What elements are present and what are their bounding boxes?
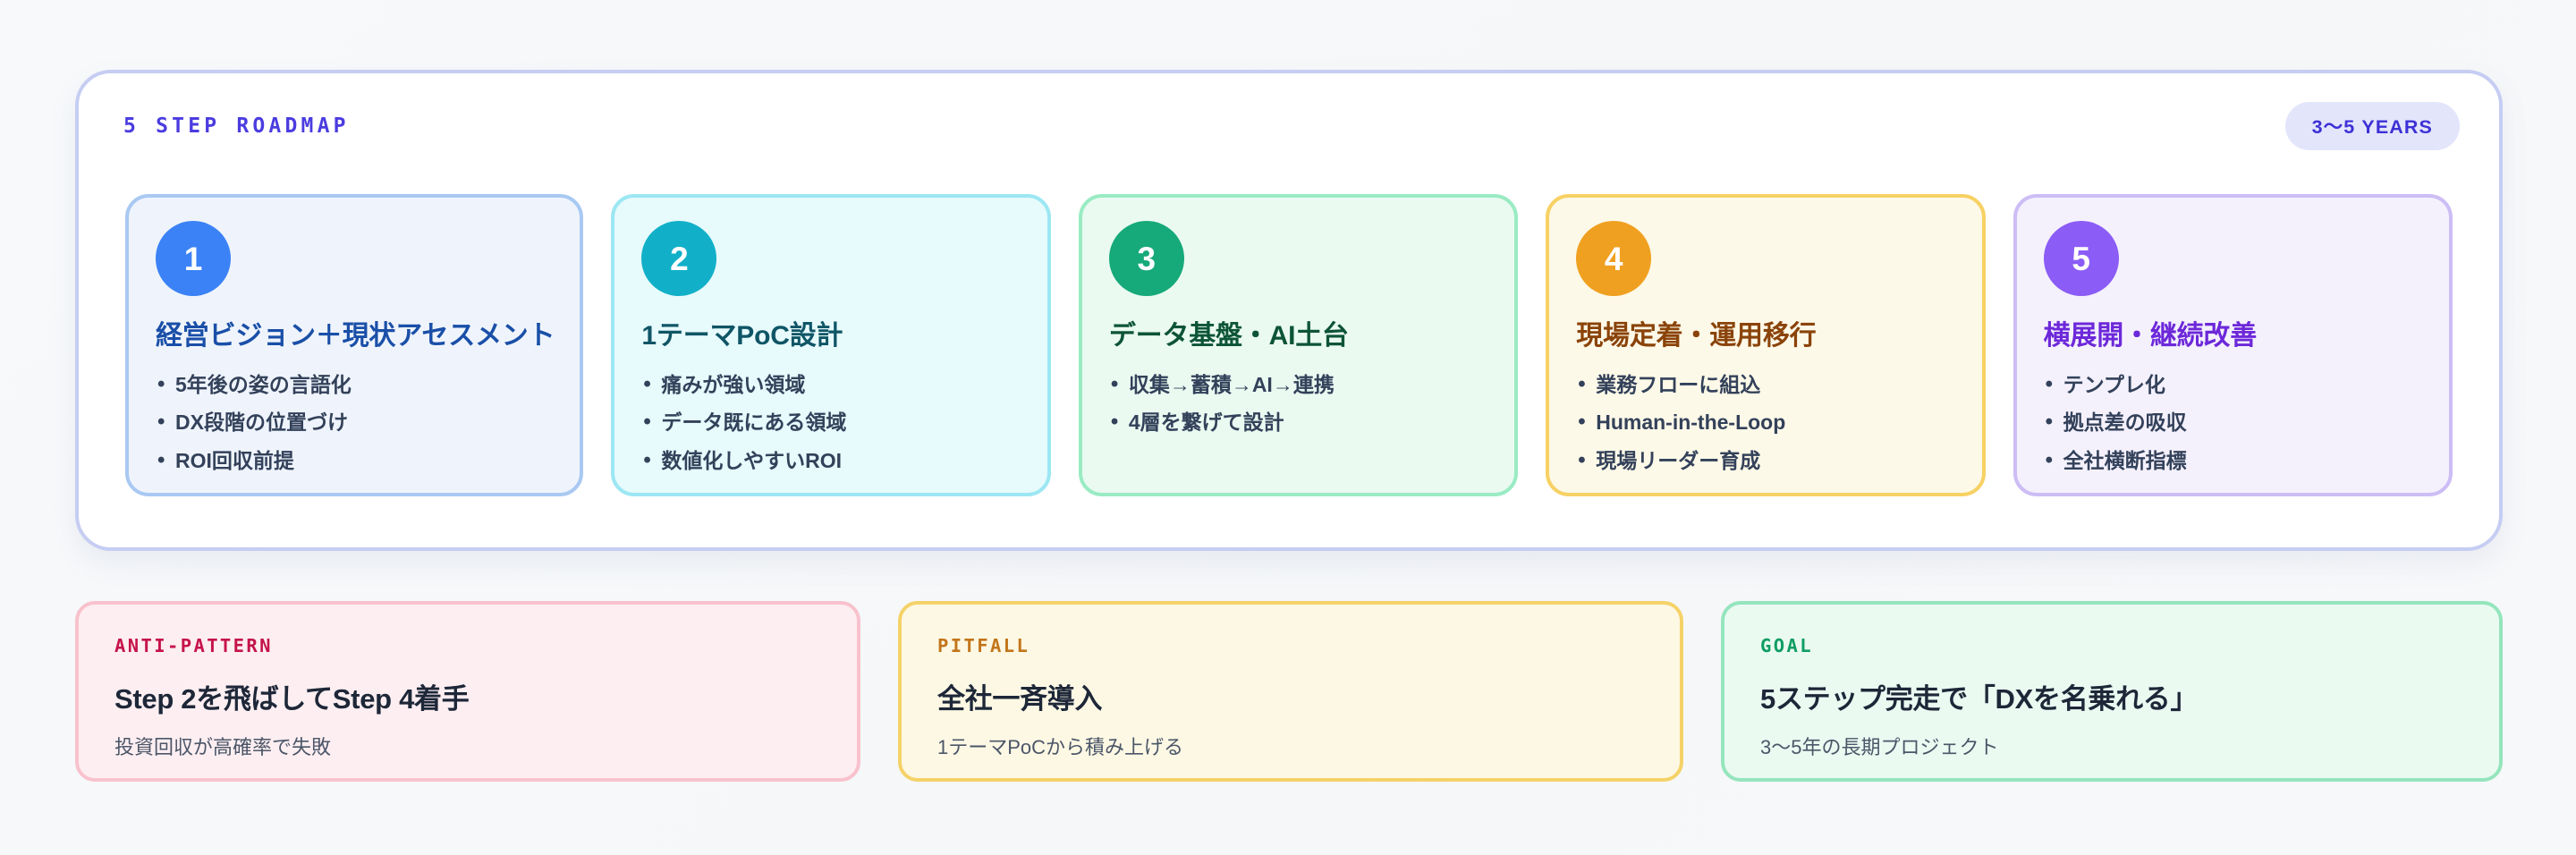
step-bullet-list: 痛みが強い領域データ既にある領域数値化しやすいROI <box>641 372 1021 474</box>
note-card-list: ANTI-PATTERN Step 2を飛ばしてStep 4着手投資回収が高確率で… <box>75 601 2503 782</box>
step-bullet-item: 収集→蓄積→AI→連携 <box>1109 372 1489 398</box>
note-card-goal[interactable]: GOAL 5ステップ完走で「DXを名乗れる」 3〜5年の長期プロジェクト <box>1721 601 2503 782</box>
step-bullet-item: 全社横断指標 <box>2044 448 2424 474</box>
roadmap-panel: 5 STEP ROADMAP 3〜5 YEARS 1 経営ビジョン＋現状アセスメン… <box>75 70 2503 551</box>
timeframe-badge: 3〜5 YEARS <box>2284 102 2460 150</box>
note-eyebrow-label: ANTI-PATTERN <box>114 635 273 656</box>
step-bullet-item: DX段階の位置づけ <box>156 410 555 436</box>
step-bullet-item: テンプレ化 <box>2044 372 2424 398</box>
step-bullet-item: 拠点差の吸収 <box>2044 410 2424 436</box>
step-number-badge: 5 <box>2043 221 2119 296</box>
step-bullet-list: 収集→蓄積→AI→連携 4層を繋げて設計 <box>1109 372 1489 436</box>
note-title: 5ステップ完走で「DXを名乗れる」 <box>1760 683 2199 715</box>
step-bullet-list: テンプレ化拠点差の吸収全社横断指標 <box>2044 372 2424 474</box>
step-title: 経営ビジョン＋現状アセスメント <box>156 321 555 351</box>
step-card-2[interactable]: 2 1テーマPoC設計痛みが強い領域データ既にある領域数値化しやすいROI <box>611 194 1051 496</box>
step-bullet-item: Human-in-the-Loop <box>1576 410 1956 436</box>
step-card-4[interactable]: 4 現場定着・運用移行業務フローに組込 Human-in-the-Loop 現場リーダ… <box>1546 194 1986 496</box>
step-bullet-list: 5年後の姿の言語化 DX段階の位置づけ ROI回収前提 <box>156 372 555 474</box>
step-card-3[interactable]: 3 データ基盤・AI土台収集→蓄積→AI→連携 4層を繋げて設計 <box>1078 194 1519 496</box>
step-title: 横展開・継続改善 <box>2043 321 2258 351</box>
note-card-anti-pattern[interactable]: ANTI-PATTERN Step 2を飛ばしてStep 4着手投資回収が高確率で… <box>75 601 860 782</box>
note-card-pitfall[interactable]: PITFALL 全社一斉導入 1テーマPoCから積み上げる <box>898 601 1683 782</box>
note-eyebrow-label: GOAL <box>1760 635 1813 656</box>
step-title: 現場定着・運用移行 <box>1576 321 1817 351</box>
note-eyebrow-label: PITFALL <box>937 635 1030 656</box>
step-bullet-item: 痛みが強い領域 <box>641 372 1021 398</box>
step-title: データ基盤・AI土台 <box>1108 321 1349 351</box>
step-bullet-list: 業務フローに組込 Human-in-the-Loop 現場リーダー育成 <box>1576 372 1956 474</box>
note-subtitle: 1テーマPoCから積み上げる <box>937 736 1184 758</box>
step-bullet-item: ROI回収前提 <box>156 448 555 474</box>
step-card-1[interactable]: 1 経営ビジョン＋現状アセスメント 5年後の姿の言語化 DX段階の位置づけ ROI回収前… <box>125 194 584 496</box>
step-bullet-item: データ既にある領域 <box>641 410 1021 436</box>
step-number-badge: 3 <box>1108 221 1184 296</box>
step-card-5[interactable]: 5 横展開・継続改善テンプレ化拠点差の吸収全社横断指標 <box>2012 194 2453 496</box>
step-bullet-item: 5年後の姿の言語化 <box>156 372 555 398</box>
note-subtitle: 投資回収が高確率で失敗 <box>114 736 332 758</box>
step-title: 1テーマPoC設計 <box>641 321 843 351</box>
roadmap-eyebrow-label: 5 STEP ROADMAP <box>123 114 350 138</box>
step-bullet-item: 現場リーダー育成 <box>1576 448 1956 474</box>
roadmap-header: 5 STEP ROADMAP 3〜5 YEARS <box>123 100 2460 152</box>
note-title: 全社一斉導入 <box>937 683 1103 715</box>
step-number-badge: 4 <box>1576 221 1652 296</box>
note-title: Step 2を飛ばしてStep 4着手 <box>114 683 470 715</box>
note-subtitle: 3〜5年の長期プロジェクト <box>1760 736 1999 758</box>
step-card-list: 1 経営ビジョン＋現状アセスメント 5年後の姿の言語化 DX段階の位置づけ ROI回収前… <box>125 194 2453 496</box>
step-bullet-item: 4層を繋げて設計 <box>1109 410 1489 436</box>
step-bullet-item: 数値化しやすいROI <box>641 448 1021 474</box>
step-number-badge: 1 <box>156 221 231 296</box>
step-bullet-item: 業務フローに組込 <box>1576 372 1956 398</box>
step-number-badge: 2 <box>641 221 717 296</box>
